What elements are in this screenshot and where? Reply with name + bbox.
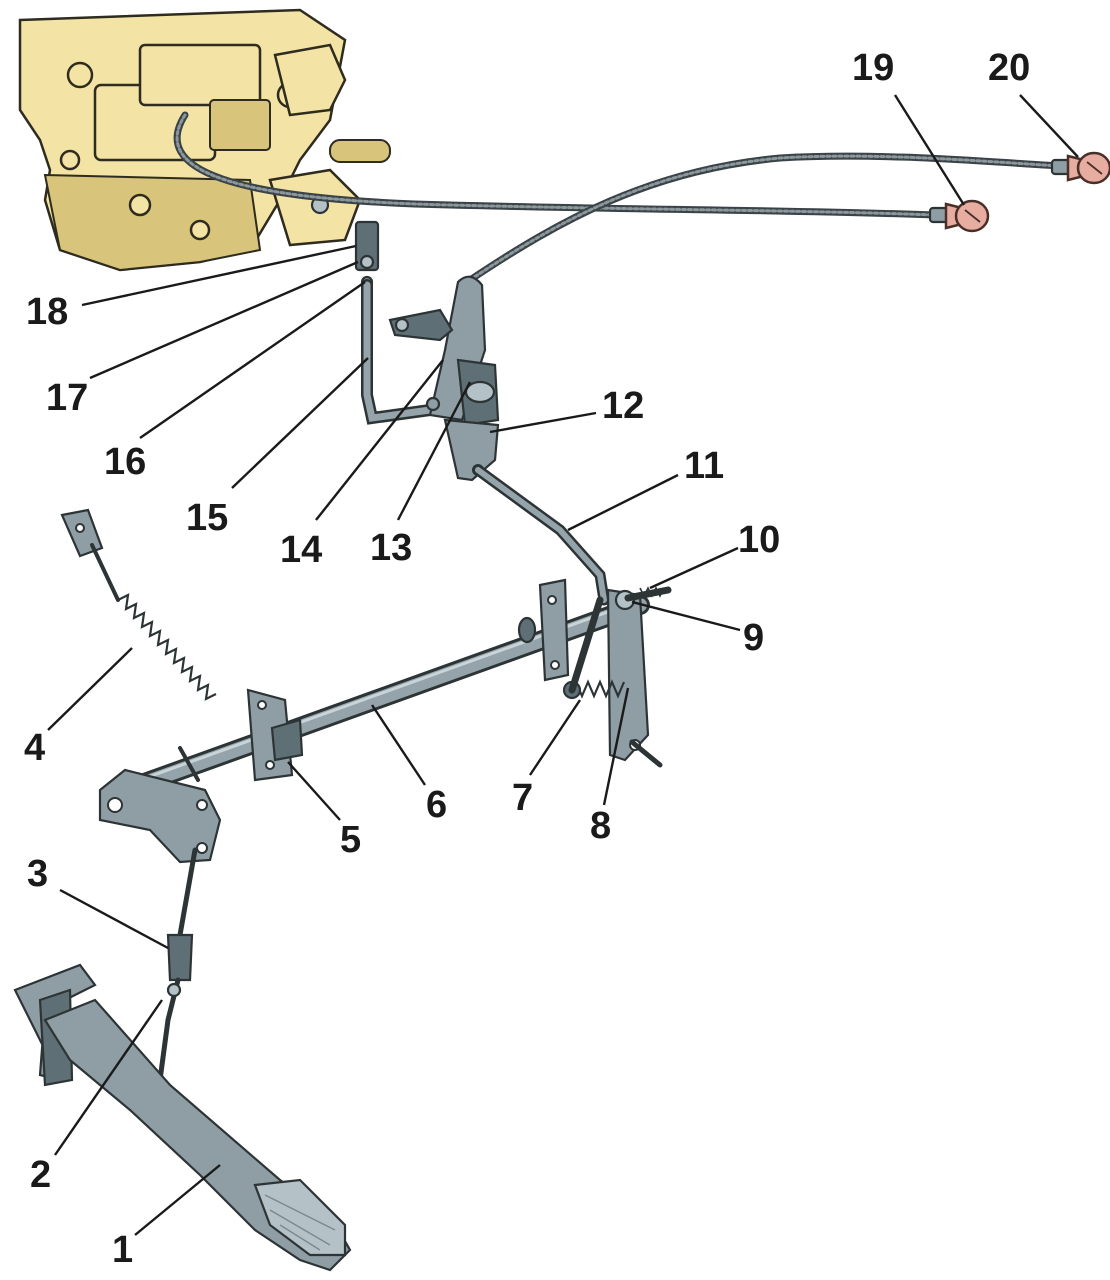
carburetor xyxy=(18,8,391,272)
leader-19 xyxy=(893,94,966,206)
return-spring xyxy=(60,508,217,782)
leader-6 xyxy=(370,704,427,786)
bracket-support xyxy=(443,418,500,482)
callout-8: 8 xyxy=(590,805,611,847)
callout-12: 12 xyxy=(602,385,644,427)
leader-1 xyxy=(134,1164,221,1236)
carb-throttle-lever xyxy=(354,220,380,289)
callout-18: 18 xyxy=(26,291,68,333)
shaft-bracket-left xyxy=(246,688,304,782)
connecting-rod xyxy=(472,464,610,606)
callout-6: 6 xyxy=(426,784,447,826)
callout-3: 3 xyxy=(27,853,48,895)
choke-cable xyxy=(173,111,939,219)
leader-9 xyxy=(631,600,741,632)
vertical-link-rod xyxy=(361,279,436,425)
leader-5 xyxy=(287,761,341,821)
leader-14 xyxy=(315,359,444,521)
leader-17 xyxy=(89,260,359,380)
callout-7: 7 xyxy=(512,777,533,819)
leader-11 xyxy=(567,473,679,532)
callout-1: 1 xyxy=(112,1229,133,1271)
choke-knob xyxy=(928,199,990,233)
accelerator-pedal xyxy=(13,963,352,1272)
shaft-bracket-right xyxy=(517,578,570,682)
leader-12 xyxy=(489,411,597,434)
leader-18 xyxy=(81,244,357,307)
callout-4: 4 xyxy=(24,727,45,769)
leader-3 xyxy=(59,888,169,950)
lever-link xyxy=(568,596,604,694)
callout-10: 10 xyxy=(738,519,780,561)
pedal-push-rod xyxy=(157,847,198,1083)
callout-17: 17 xyxy=(46,377,88,419)
callout-14: 14 xyxy=(280,529,322,571)
callout-19: 19 xyxy=(852,47,894,89)
throttle-hand-knob xyxy=(1050,151,1110,185)
callout-15: 15 xyxy=(186,497,228,539)
leader-8 xyxy=(602,687,630,806)
leader-15 xyxy=(231,357,369,489)
shaft-end-lever xyxy=(606,588,650,762)
callout-9: 9 xyxy=(743,617,764,659)
leader-13 xyxy=(396,381,472,521)
leader-20 xyxy=(1019,94,1079,158)
leader-2 xyxy=(54,999,163,1156)
leader-lines xyxy=(47,94,1079,1236)
adjusting-bolt xyxy=(624,586,672,602)
leader-4 xyxy=(47,647,133,731)
callout-2: 2 xyxy=(30,1154,51,1196)
callout-labels: 1 2 3 4 5 6 7 8 9 10 11 12 13 14 15 16 1… xyxy=(24,47,1030,1271)
throttle-cable xyxy=(466,152,1064,284)
callout-16: 16 xyxy=(104,441,146,483)
lever-bracket xyxy=(425,358,500,427)
shaft-lever-plate xyxy=(98,768,222,864)
leader-10 xyxy=(649,546,739,590)
leader-7 xyxy=(529,699,581,776)
callout-20: 20 xyxy=(988,47,1030,89)
callout-13: 13 xyxy=(370,527,412,569)
callout-11: 11 xyxy=(684,445,724,487)
leader-16 xyxy=(139,281,366,439)
callout-5: 5 xyxy=(340,819,361,861)
